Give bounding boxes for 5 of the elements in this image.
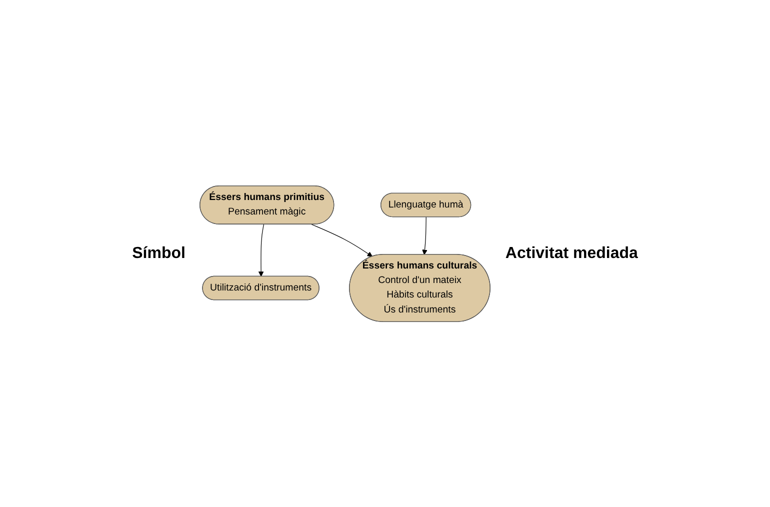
arrow	[258, 224, 265, 276]
side-label: Activitat mediada	[505, 244, 638, 262]
side-label: Símbol	[132, 244, 186, 262]
arrow	[312, 224, 373, 257]
arrow	[422, 216, 428, 255]
